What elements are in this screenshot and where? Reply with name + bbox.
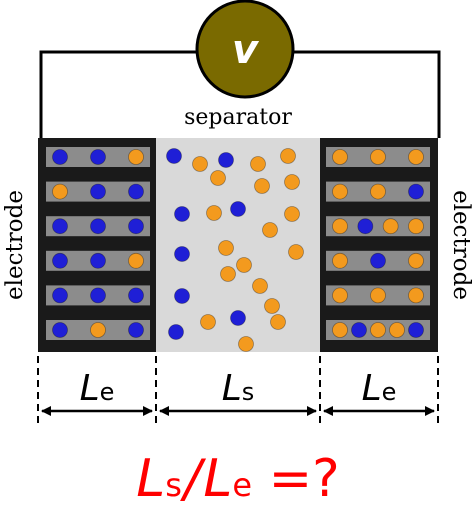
electrode-left-particles: [52, 149, 144, 338]
orange-ion: [284, 206, 300, 222]
blue-ion: [230, 201, 246, 217]
electrode-right-particles: [332, 149, 424, 338]
orange-ion: [52, 183, 68, 200]
blue-ion: [90, 252, 106, 269]
orange-ion: [370, 322, 386, 338]
blue-ion: [52, 218, 68, 235]
orange-ion: [128, 252, 144, 269]
voltmeter: v: [195, 0, 295, 99]
electrode-right-label: electrode: [448, 190, 474, 300]
electrode-left-label: electrode: [2, 190, 28, 300]
blue-ion: [90, 287, 106, 304]
voltmeter-label: v: [232, 27, 260, 73]
blue-ion: [357, 218, 374, 235]
orange-ion: [408, 218, 424, 235]
blue-ion: [128, 322, 144, 338]
orange-ion: [389, 322, 405, 338]
orange-ion: [332, 322, 348, 338]
orange-ion: [332, 287, 348, 304]
blue-ion: [174, 206, 190, 222]
electrode-right: [320, 138, 438, 352]
orange-ion: [236, 257, 252, 273]
orange-ion: [370, 149, 386, 165]
orange-ion: [332, 252, 348, 269]
blue-ion: [52, 149, 68, 165]
orange-ion: [382, 218, 399, 235]
orange-ion: [262, 222, 278, 238]
orange-ion: [370, 183, 386, 200]
orange-ion: [408, 287, 424, 304]
blue-ion: [174, 288, 190, 304]
blue-ion: [90, 149, 106, 165]
blue-ion: [90, 183, 106, 200]
orange-ion: [128, 149, 144, 165]
blue-ion: [351, 322, 367, 338]
electrode-left-slots: [46, 147, 150, 340]
orange-ion: [284, 174, 300, 190]
voltmeter-circle: [195, 0, 295, 99]
blue-ion: [230, 310, 246, 326]
blue-ion: [52, 287, 68, 304]
orange-ion: [200, 314, 216, 330]
blue-ion: [370, 252, 386, 269]
electrode-right-frame: [320, 138, 438, 352]
separator-particles: [166, 148, 304, 352]
dimension-label-left: Le: [80, 368, 115, 409]
orange-ion: [250, 156, 266, 172]
orange-ion: [370, 287, 386, 304]
blue-ion: [52, 322, 68, 338]
orange-ion: [238, 336, 254, 352]
dimension-label-right: Le: [362, 368, 397, 409]
orange-ion: [252, 278, 268, 294]
orange-ion: [90, 322, 106, 338]
orange-ion: [408, 149, 424, 165]
blue-ion: [128, 287, 144, 304]
orange-ion: [280, 148, 296, 164]
orange-ion: [210, 170, 226, 186]
ratio-question: Ls/Le =?: [136, 449, 340, 509]
dimension-label-middle: Ls: [222, 368, 255, 409]
blue-ion: [408, 183, 424, 200]
orange-ion: [206, 205, 222, 221]
blue-ion: [128, 183, 144, 200]
right-electrode-slot: [326, 216, 430, 237]
orange-ion: [218, 240, 234, 256]
electrode-left-frame: [38, 138, 156, 352]
separator-label: separator: [184, 105, 292, 130]
blue-ion: [128, 218, 144, 235]
electrode-left: [38, 138, 156, 352]
orange-ion: [288, 244, 304, 260]
orange-ion: [192, 156, 208, 172]
blue-ion: [174, 246, 190, 262]
orange-ion: [332, 149, 348, 165]
orange-ion: [220, 266, 236, 282]
orange-ion: [254, 178, 270, 194]
orange-ion: [264, 298, 280, 314]
blue-ion: [166, 148, 182, 164]
orange-ion: [332, 183, 348, 200]
orange-ion: [408, 252, 424, 269]
blue-ion: [218, 152, 234, 168]
blue-ion: [168, 324, 184, 340]
blue-ion: [90, 218, 106, 235]
circuit-wire: [39, 50, 441, 138]
orange-ion: [332, 218, 348, 235]
orange-ion: [270, 314, 286, 330]
blue-ion: [408, 322, 424, 338]
blue-ion: [52, 252, 68, 269]
